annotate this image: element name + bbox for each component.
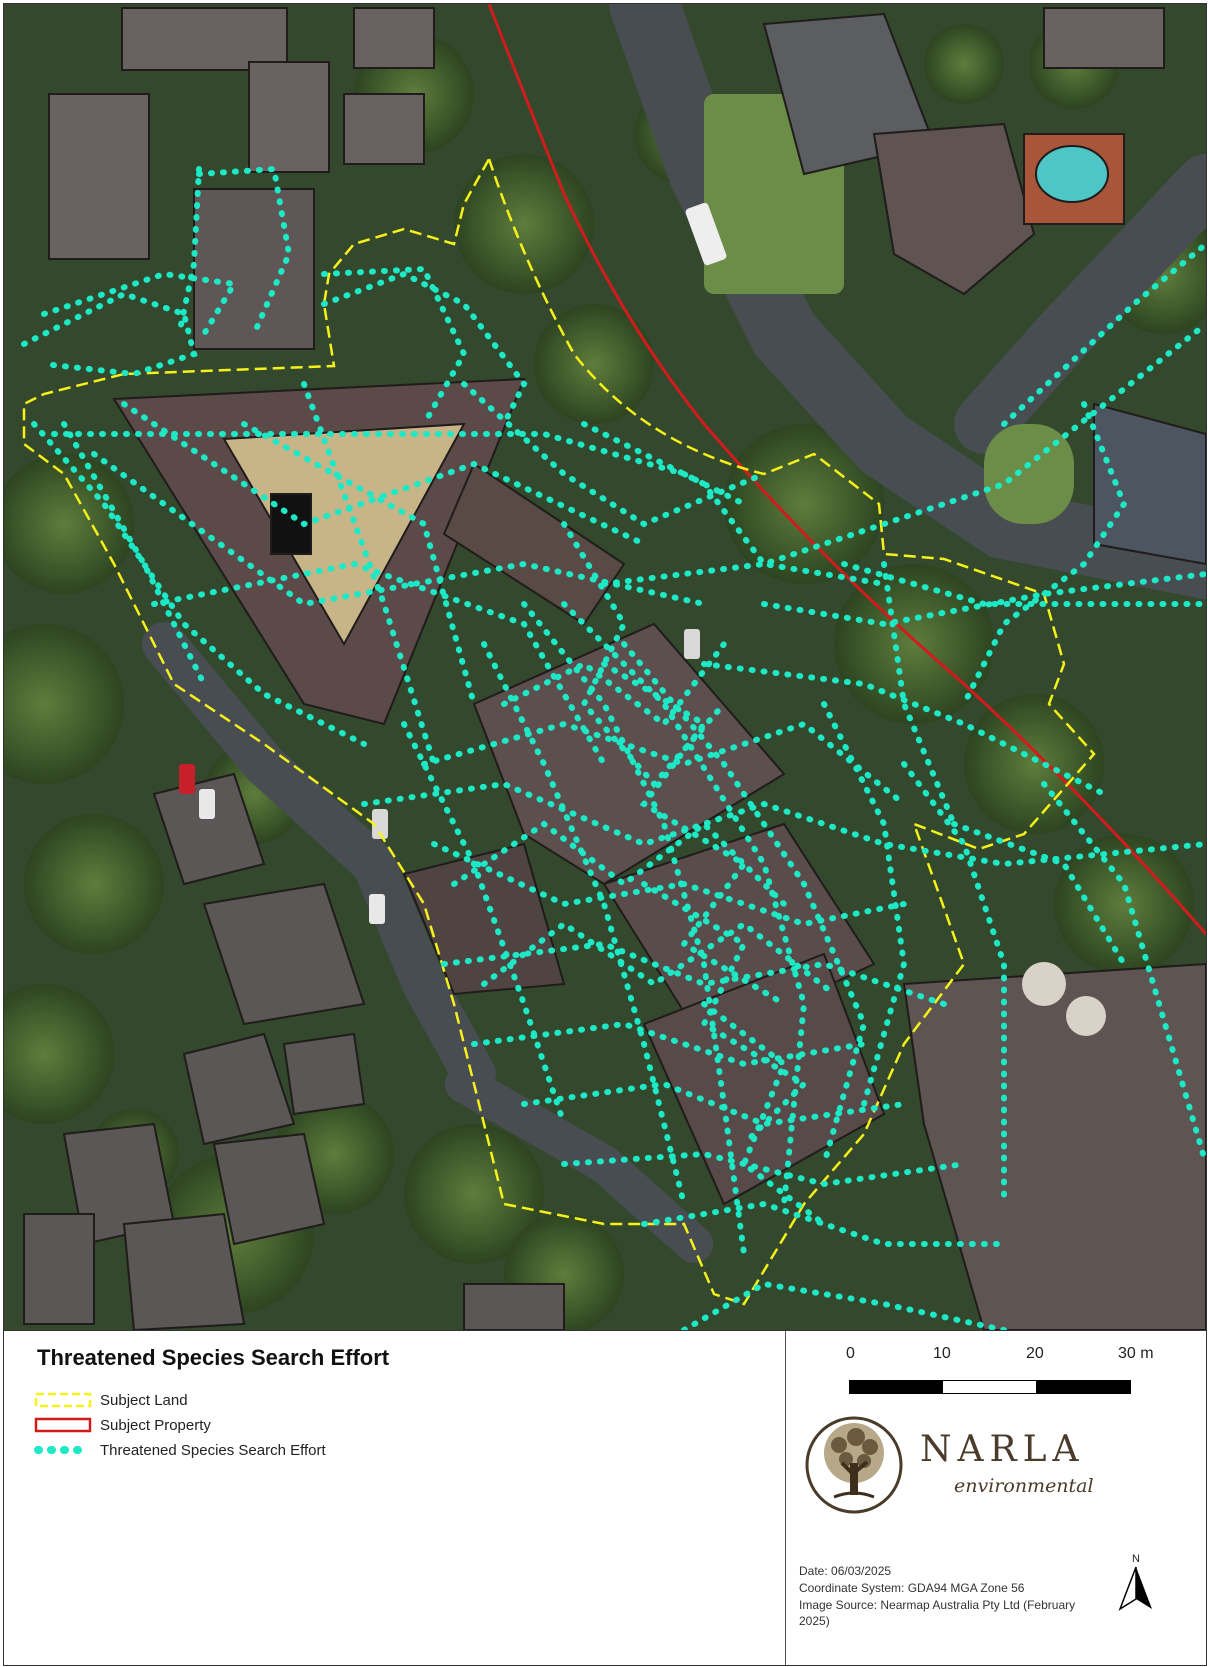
map-canvas [4, 4, 1206, 1330]
map-date: Date: 06/03/2025 [799, 1564, 892, 1578]
roads [142, 4, 1206, 1263]
north-arrow: N [1116, 1553, 1156, 1618]
search-effort-swatch-icon [34, 1446, 92, 1454]
subject-land-boundary [22, 155, 1096, 1306]
legend-title: Threatened Species Search Effort [37, 1345, 390, 1370]
coordinate-system: Coordinate System: GDA94 MGA Zone 56 [799, 1581, 1025, 1595]
vehicles [179, 202, 727, 924]
panel-divider [785, 1331, 786, 1665]
scale-tick-0: 0 [846, 1345, 855, 1362]
legend-item-subject-land: Subject Land [34, 1389, 188, 1411]
legend-label: Subject Land [100, 1391, 188, 1409]
scale-tick-10: 10 [933, 1345, 951, 1362]
legend-panel: Threatened Species Search Effort Subject… [3, 1331, 1207, 1666]
brand-name: NARLA [920, 1429, 1085, 1470]
scale-tick-20: 20 [1026, 1345, 1044, 1362]
legend-item-search-effort: Threatened Species Search Effort [34, 1439, 326, 1461]
subject-property-boundary [487, 4, 1206, 935]
image-source: Image Source: Nearmap Australia Pty Ltd … [799, 1598, 1076, 1628]
brand-subtitle: environmental [954, 1475, 1094, 1497]
rooftops [23, 7, 1206, 1330]
legend-item-subject-property: Subject Property [34, 1414, 211, 1436]
subject-property-swatch-icon [34, 1417, 92, 1433]
search-effort-tracks [21, 165, 1206, 1330]
subject-land-swatch-icon [34, 1392, 92, 1408]
north-label: N [1132, 1553, 1140, 1565]
scale-bar [849, 1380, 1131, 1394]
legend-label: Threatened Species Search Effort [100, 1441, 326, 1459]
north-arrow-icon [1118, 1566, 1152, 1611]
aerial-map[interactable] [3, 3, 1207, 1331]
legend-label: Subject Property [100, 1416, 211, 1434]
scale-tick-30: 30 m [1118, 1345, 1154, 1362]
tree-logo-icon [805, 1416, 903, 1514]
